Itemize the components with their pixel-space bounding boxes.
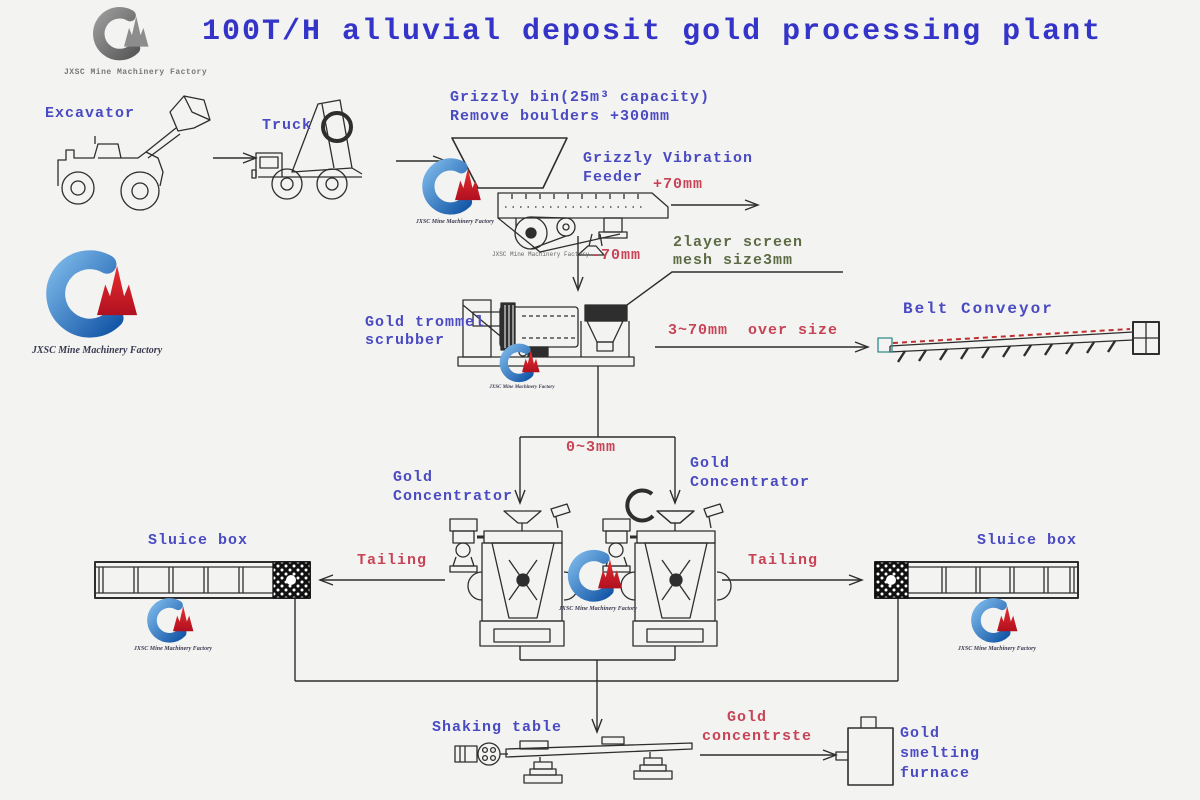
right-sluice-box-label: Sluice box (977, 532, 1078, 549)
trommel-logo-caption: JXSC Mine Machinery Factory (489, 385, 555, 391)
tailing-right-label: Tailing (748, 552, 819, 569)
excavator-drawing (57, 95, 211, 211)
minus70-label: -70mm (591, 247, 642, 264)
vibration-feeder-label-2: Feeder (583, 169, 644, 186)
header-logo-icon (88, 2, 160, 65)
undersize-label: 0~3mm (566, 439, 617, 456)
feeder-logo-icon: JXSC Mine Machinery Factory (416, 153, 494, 225)
left-gold-concentrator-drawing (449, 503, 579, 647)
left-sluice-box-label: Sluice box (148, 532, 249, 549)
left-concentrator-label-2: Concentrator (393, 488, 514, 505)
furnace-label-1: Gold (900, 725, 941, 742)
center-logo-icon: JXSC Mine Machinery Factory (559, 545, 637, 612)
gold-concentrate-label-2: concentrste (702, 728, 813, 745)
feeder-logo-caption: JXSC Mine Machinery Factory (415, 219, 495, 226)
vibration-feeder-label-1: Grizzly Vibration (583, 150, 754, 167)
truck-drawing (251, 99, 363, 200)
smelting-furnace-drawing (835, 716, 894, 786)
plus70-label: +70mm (653, 176, 704, 193)
left-sluice-logo-caption: JXSC Mine Machinery Factory (133, 646, 213, 653)
page-title: 100T/H alluvial deposit gold processing … (202, 15, 1103, 49)
oversize-label: 3~70mm over size (668, 322, 839, 339)
right-concentrator-label-1: Gold (690, 455, 731, 472)
flow-arrows (213, 152, 899, 761)
grizzly-bin-label-2: Remove boulders +300mm (450, 108, 671, 125)
furnace-label-3: furnace (900, 765, 971, 782)
screen-label-2: mesh size3mm (673, 252, 794, 269)
shaking-table-drawing (454, 736, 693, 784)
screen-label-1: 2layer screen (673, 234, 804, 251)
shaking-table-label: Shaking table (432, 719, 563, 736)
trommel-label-1: Gold trommel (365, 314, 486, 331)
vibration-feeder-drawing (497, 192, 669, 256)
left-concentrator-label-1: Gold (393, 469, 434, 486)
trommel-label-2: scrubber (365, 332, 446, 349)
right-sluice-logo-caption: JXSC Mine Machinery Factory (957, 646, 1037, 653)
truck-label: Truck (262, 117, 313, 134)
belt-conveyor-drawing (877, 321, 1160, 363)
gold-concentrate-label-1: Gold (727, 709, 768, 726)
trommel-logo-icon: JXSC Mine Machinery Factory (489, 340, 555, 390)
belt-conveyor-label: Belt Conveyor (903, 300, 1054, 318)
center-logo-caption: JXSC Mine Machinery Factory (558, 605, 638, 612)
side-logo-icon: JXSC Mine Machinery Factory (32, 242, 162, 356)
side-logo-caption: JXSC Mine Machinery Factory (31, 344, 163, 356)
left-sluice-box-drawing (94, 561, 311, 599)
right-sluice-logo-icon: JXSC Mine Machinery Factory (958, 594, 1036, 652)
header-logo-caption: JXSC Mine Machinery Factory (64, 68, 208, 77)
grizzly-bin-label-1: Grizzly bin(25m³ capacity) (450, 89, 711, 106)
grizzly-bin-drawing (451, 137, 568, 189)
screen-leader-line (611, 271, 843, 317)
left-sluice-logo-icon: JXSC Mine Machinery Factory (134, 594, 212, 652)
feeder-watermark: JXSC Mine Machinery Factory (492, 251, 590, 258)
trommel-scrubber-drawing (457, 299, 635, 367)
right-concentrator-label-2: Concentrator (690, 474, 811, 491)
excavator-label: Excavator (45, 105, 136, 122)
tailing-left-label: Tailing (357, 552, 428, 569)
right-sluice-box-drawing (874, 561, 1079, 599)
furnace-label-2: smelting (900, 745, 981, 762)
